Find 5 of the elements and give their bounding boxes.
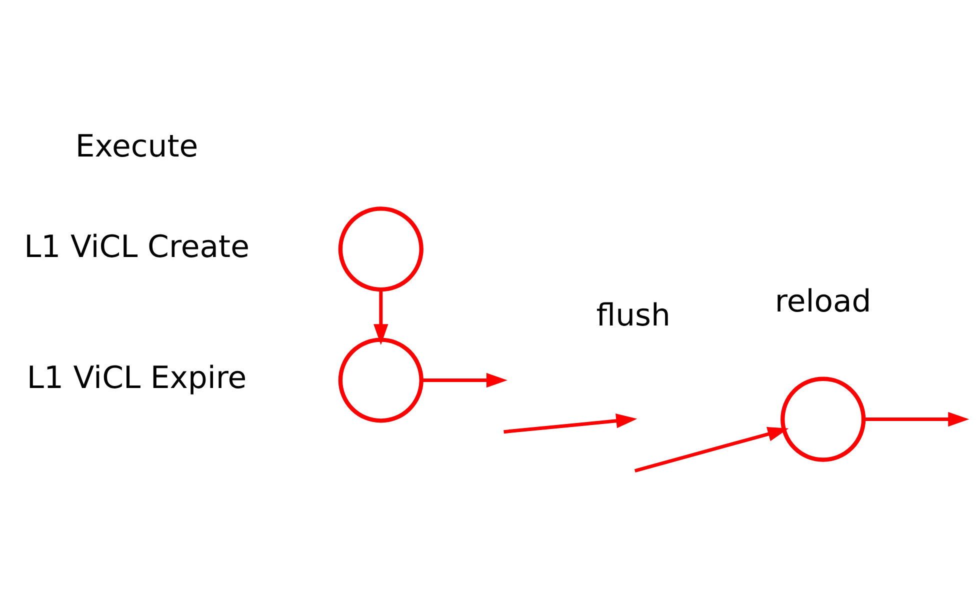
label: Execute [75, 129, 198, 164]
label: L1 ViCL Create [24, 229, 250, 264]
label: reload [774, 284, 872, 319]
label: flush [596, 298, 670, 333]
label: L1 ViCL Expire [26, 360, 247, 396]
